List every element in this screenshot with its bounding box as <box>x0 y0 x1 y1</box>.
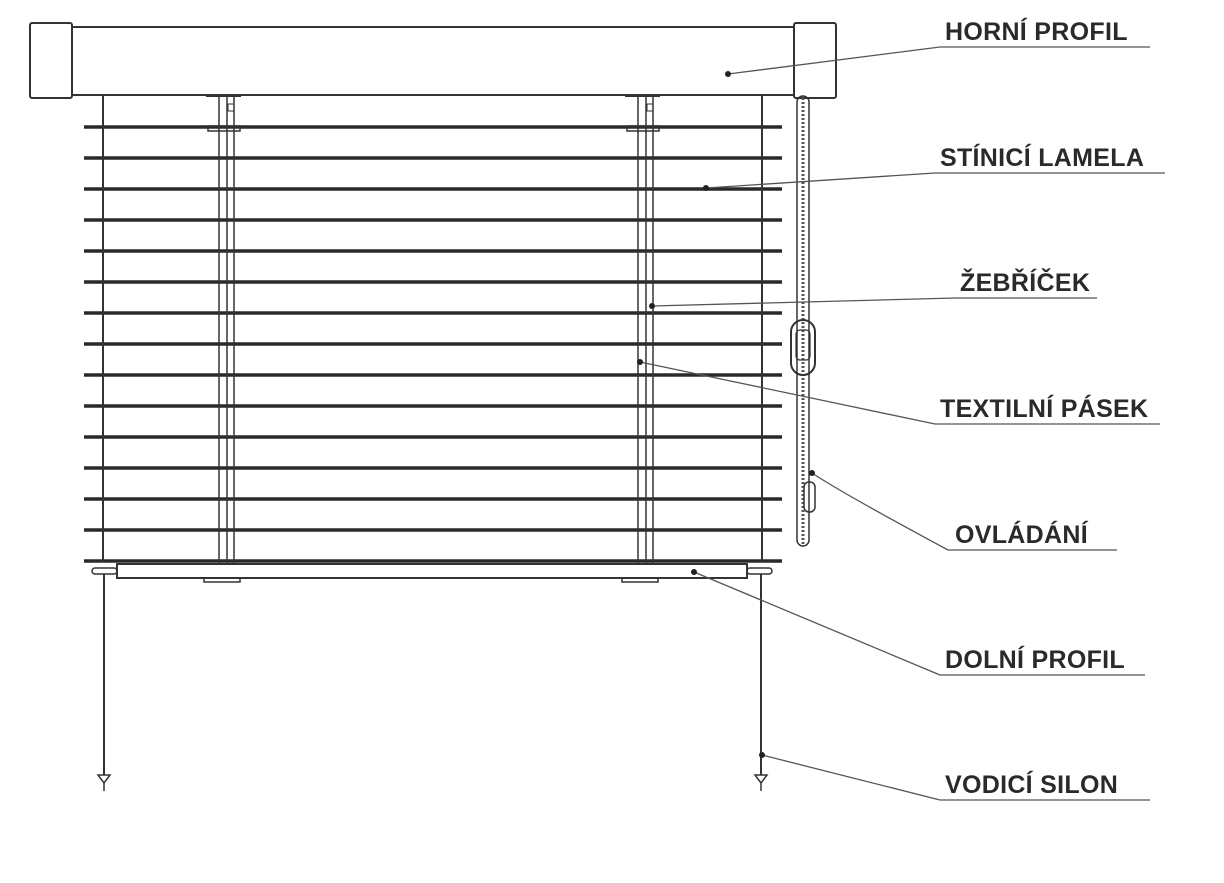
leader-dot <box>691 569 697 575</box>
ladder-tape-right <box>625 95 660 564</box>
cord-tensioner <box>790 319 816 376</box>
label-dolni-profil: DOLNÍ PROFIL <box>945 645 1125 674</box>
leader-line <box>639 361 936 425</box>
callout-vodici-silon: VODICÍ SILON <box>759 752 1150 801</box>
label-stinici-lamela: STÍNICÍ LAMELA <box>940 143 1144 172</box>
leader-line <box>811 472 949 551</box>
leader-line <box>727 46 941 75</box>
leader-line <box>705 172 936 189</box>
control-cord <box>790 95 816 547</box>
labels: HORNÍ PROFIL STÍNICÍ LAMELA ŽEBŘÍČEK TEXTIL… <box>637 17 1165 801</box>
bottom-rail <box>91 563 773 583</box>
ladder-tape-left <box>206 95 241 564</box>
leader-line <box>651 297 956 307</box>
callout-ovladani: OVLÁDÁNÍ <box>809 470 1117 551</box>
label-ovladani: OVLÁDÁNÍ <box>955 520 1089 549</box>
callout-dolni-profil: DOLNÍ PROFIL <box>691 569 1145 676</box>
left-end-cap <box>29 22 73 99</box>
leader-line <box>761 754 941 801</box>
head-rail <box>29 22 837 99</box>
slats <box>84 125 782 563</box>
leader-line <box>693 571 941 676</box>
callout-horni-profil: HORNÍ PROFIL <box>725 17 1150 77</box>
leader-dot <box>637 359 643 365</box>
leader-dot <box>649 303 655 309</box>
leader-dot <box>703 185 709 191</box>
callout-zebricek: ŽEBŘÍČEK <box>649 267 1097 309</box>
cord-connector <box>803 481 816 513</box>
side-strings <box>102 95 763 562</box>
label-horni-profil: HORNÍ PROFIL <box>945 17 1128 46</box>
callout-stinici-lamela: STÍNICÍ LAMELA <box>703 143 1165 191</box>
leader-dot <box>725 71 731 77</box>
leader-dot <box>809 470 815 476</box>
guide-wires <box>96 574 769 791</box>
callout-textilni-pasek: TEXTILNÍ PÁSEK <box>637 359 1160 425</box>
leader-dot <box>759 752 765 758</box>
label-zebricek: ŽEBŘÍČEK <box>960 267 1090 297</box>
label-textilni-pasek: TEXTILNÍ PÁSEK <box>940 394 1148 423</box>
label-vodici-silon: VODICÍ SILON <box>945 770 1118 799</box>
